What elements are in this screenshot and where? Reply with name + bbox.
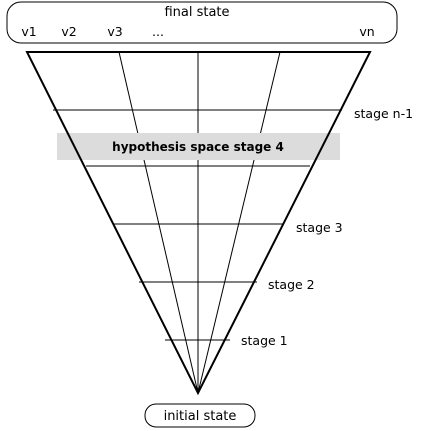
hypothesis-band — [57, 133, 340, 160]
final-state-value-ellipsis: ... — [152, 24, 164, 39]
stage-label-2: stage 2 — [268, 277, 315, 292]
final-state-box — [6, 1, 398, 44]
fan-line-3 — [197, 51, 281, 394]
funnel-outline — [25, 51, 372, 396]
final-state-value-n: vn — [359, 24, 374, 39]
stage-label-3: stage 3 — [296, 220, 343, 235]
initial-state-box — [144, 403, 256, 428]
fan-lines — [118, 51, 281, 394]
stage-label-1: stage 1 — [241, 333, 288, 348]
fan-line-1 — [118, 51, 199, 394]
initial-state-label: initial state — [164, 409, 237, 424]
hypothesis-band-label: hypothesis space stage 4 — [112, 140, 284, 154]
stage-label-n-minus-1: stage n-1 — [354, 106, 413, 121]
final-state-value-2: v2 — [61, 24, 76, 39]
stage-lines — [53, 109, 342, 341]
final-state-value-3: v3 — [107, 24, 122, 39]
final-state-value-1: v1 — [21, 24, 36, 39]
final-state-title: final state — [164, 5, 229, 20]
